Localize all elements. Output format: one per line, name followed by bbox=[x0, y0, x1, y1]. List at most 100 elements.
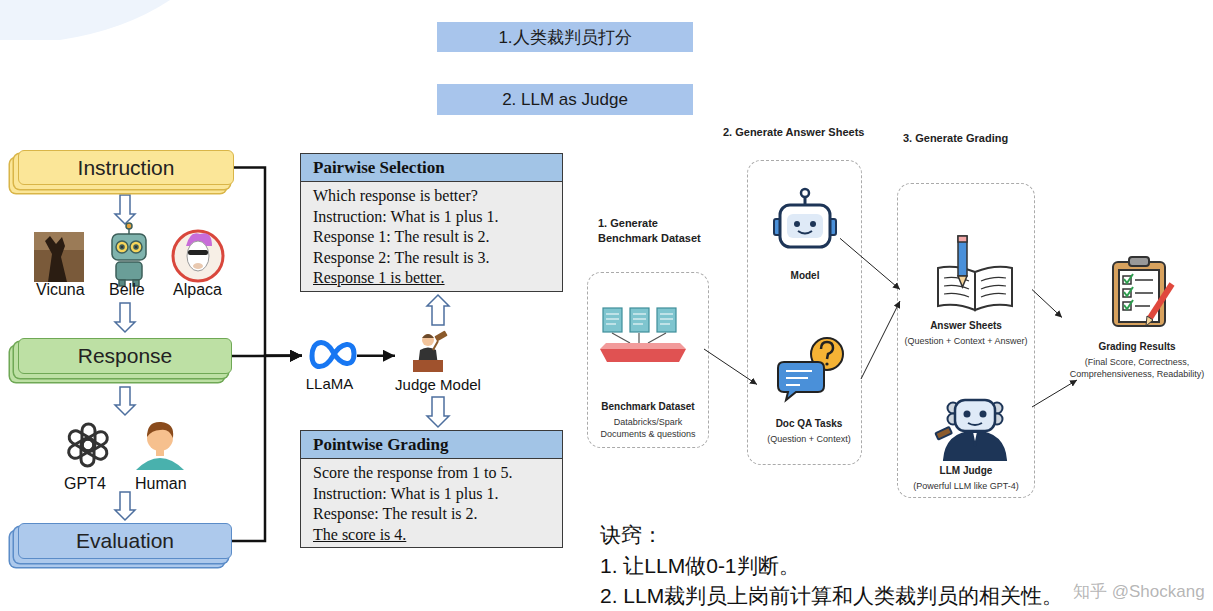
meta-logo bbox=[312, 343, 354, 367]
note-text: 1. 让LLM做0-1判断。 bbox=[600, 552, 800, 580]
llm-judge-icon bbox=[972, 432, 978, 446]
card-line: Response 1: The result is 2. bbox=[313, 227, 550, 248]
icon-caption: LLaMA bbox=[306, 375, 354, 393]
icon-label: Alpaca bbox=[173, 281, 222, 299]
stage-box: Instruction bbox=[18, 150, 234, 185]
model-robot-icon bbox=[798, 231, 812, 234]
qa-chat-icon bbox=[821, 342, 833, 359]
benchmark-icon bbox=[600, 349, 686, 362]
card-answer: The score is 4. bbox=[313, 525, 550, 546]
benchmark-icon bbox=[630, 308, 649, 332]
box-label: 2. LLM as Judge bbox=[502, 90, 628, 110]
icon-label: Vicuna bbox=[36, 281, 85, 299]
box-label: Response bbox=[78, 344, 173, 368]
answer-book-icon bbox=[944, 277, 1006, 297]
icon-node: Answer Sheets(Question + Context + Answe… bbox=[900, 232, 1032, 347]
belle-robot-icon bbox=[112, 223, 146, 286]
icon-label: Belle bbox=[109, 281, 145, 299]
qa-chat-icon bbox=[825, 362, 828, 365]
grading-clipboard-icon bbox=[1113, 257, 1172, 326]
hollow-arrow bbox=[427, 295, 449, 325]
grading-clipboard-icon bbox=[1135, 280, 1153, 306]
alpaca-icon bbox=[173, 231, 223, 281]
connector-arrow bbox=[861, 301, 900, 379]
alpaca-icon bbox=[187, 241, 209, 271]
belle-robot-icon bbox=[112, 234, 146, 260]
card-line: Instruction: What is 1 plus 1. bbox=[313, 484, 550, 505]
icon-subcaption: (Powerful LLM like GPT-4) bbox=[913, 480, 1019, 492]
flow-down-arrows bbox=[115, 303, 135, 332]
group-heading: 2. Generate Answer Sheets bbox=[723, 125, 865, 140]
belle-robot-icon bbox=[134, 245, 138, 249]
icon-caption: Grading Results bbox=[1098, 340, 1175, 353]
note-text: 2. LLM裁判员上岗前计算和人类裁判员的相关性。 bbox=[600, 582, 1063, 610]
card-heading: Pairwise Selection bbox=[301, 154, 562, 182]
icon-caption: Judge Model bbox=[395, 376, 481, 394]
belle-robot-icon bbox=[116, 262, 142, 280]
card-line: Response: The result is 2. bbox=[313, 504, 550, 525]
alpaca-icon bbox=[173, 231, 223, 281]
connector-arrow bbox=[357, 354, 395, 357]
alpaca-icon bbox=[188, 250, 208, 255]
icon-node: Model bbox=[770, 185, 840, 282]
benchmark-icon bbox=[600, 308, 686, 362]
judge-node: Judge Model bbox=[395, 328, 481, 394]
card-body: Score the response from 1 to 5.Instructi… bbox=[301, 459, 562, 549]
section-banner: 1.人类裁判员打分 bbox=[437, 22, 693, 52]
model-robot-icon bbox=[794, 221, 800, 227]
connector-arrow bbox=[234, 168, 302, 356]
model-robot-icon bbox=[810, 221, 816, 227]
connector-arrow bbox=[1032, 380, 1077, 407]
card-line: Which response is better? bbox=[313, 186, 550, 207]
meta-logo bbox=[312, 343, 354, 367]
icon-caption: Doc QA Tasks bbox=[776, 417, 843, 430]
benchmark-icon bbox=[606, 314, 673, 324]
note-text: 诀窍： bbox=[600, 521, 663, 549]
connector-arrow bbox=[840, 238, 900, 289]
belle-robot-icon bbox=[120, 245, 124, 249]
judge-icon bbox=[422, 334, 434, 338]
answer-book-icon bbox=[958, 236, 967, 242]
human-avatar bbox=[136, 458, 184, 470]
icon-node: Grading Results (Final Score, Correctness… bbox=[1062, 255, 1212, 380]
prompt-card: Pointwise GradingScore the response from… bbox=[300, 430, 563, 548]
connector-arrow bbox=[232, 356, 302, 541]
watermark: 知乎 @Shockang bbox=[1073, 580, 1205, 603]
benchmark-icon bbox=[657, 308, 676, 332]
answer-book-icon bbox=[958, 276, 967, 287]
card-line: Response 2: The result is 3. bbox=[313, 248, 550, 269]
grading-clipboard-icon bbox=[1124, 274, 1133, 309]
icon-label: GPT4 bbox=[64, 475, 106, 493]
card-line: Instruction: What is 1 plus 1. bbox=[313, 207, 550, 228]
stage-group: 3. Generate GradingAnswer Sheets(Questio… bbox=[895, 130, 1037, 500]
benchmark-icon bbox=[600, 343, 686, 349]
gpt4-logo bbox=[67, 428, 97, 453]
stage-group: 1. Generate Benchmark DatasetBenchmark D… bbox=[587, 213, 709, 450]
model-robot-icon bbox=[787, 214, 823, 238]
llm-judge-icon bbox=[964, 411, 971, 418]
llm-judge-icon bbox=[980, 411, 987, 418]
llm-judge-icon bbox=[955, 400, 995, 431]
alpaca-icon bbox=[193, 263, 203, 269]
flow-down-arrows bbox=[115, 492, 135, 520]
box-label: Instruction bbox=[78, 156, 175, 180]
benchmark-icon bbox=[603, 308, 622, 332]
belle-robot-icon bbox=[116, 241, 128, 253]
qa-chat-icon bbox=[778, 362, 824, 400]
stage-group: 2. Generate Answer SheetsModelDoc QA Tas… bbox=[720, 125, 865, 467]
box-label: 1.人类裁判员打分 bbox=[498, 26, 631, 49]
vicuna-icon bbox=[34, 232, 84, 282]
icon-caption: LLM Judge bbox=[940, 464, 993, 477]
icon-node: Doc QA Tasks(Question + Context) bbox=[757, 335, 861, 445]
section-banner: 2. LLM as Judge bbox=[437, 84, 693, 115]
belle-robot-icon bbox=[130, 241, 142, 253]
belle-robot-icon bbox=[126, 223, 132, 229]
icon-subcaption: (Final Score, Correctness, Comprehensive… bbox=[1062, 356, 1212, 380]
stage-box: Evaluation bbox=[18, 523, 232, 559]
model-robot-icon bbox=[774, 189, 836, 247]
qa-chat-icon bbox=[786, 371, 812, 385]
judge-icon bbox=[413, 330, 448, 372]
model-logo-node: LLaMA bbox=[302, 333, 357, 393]
icon-caption: Answer Sheets bbox=[930, 319, 1002, 332]
